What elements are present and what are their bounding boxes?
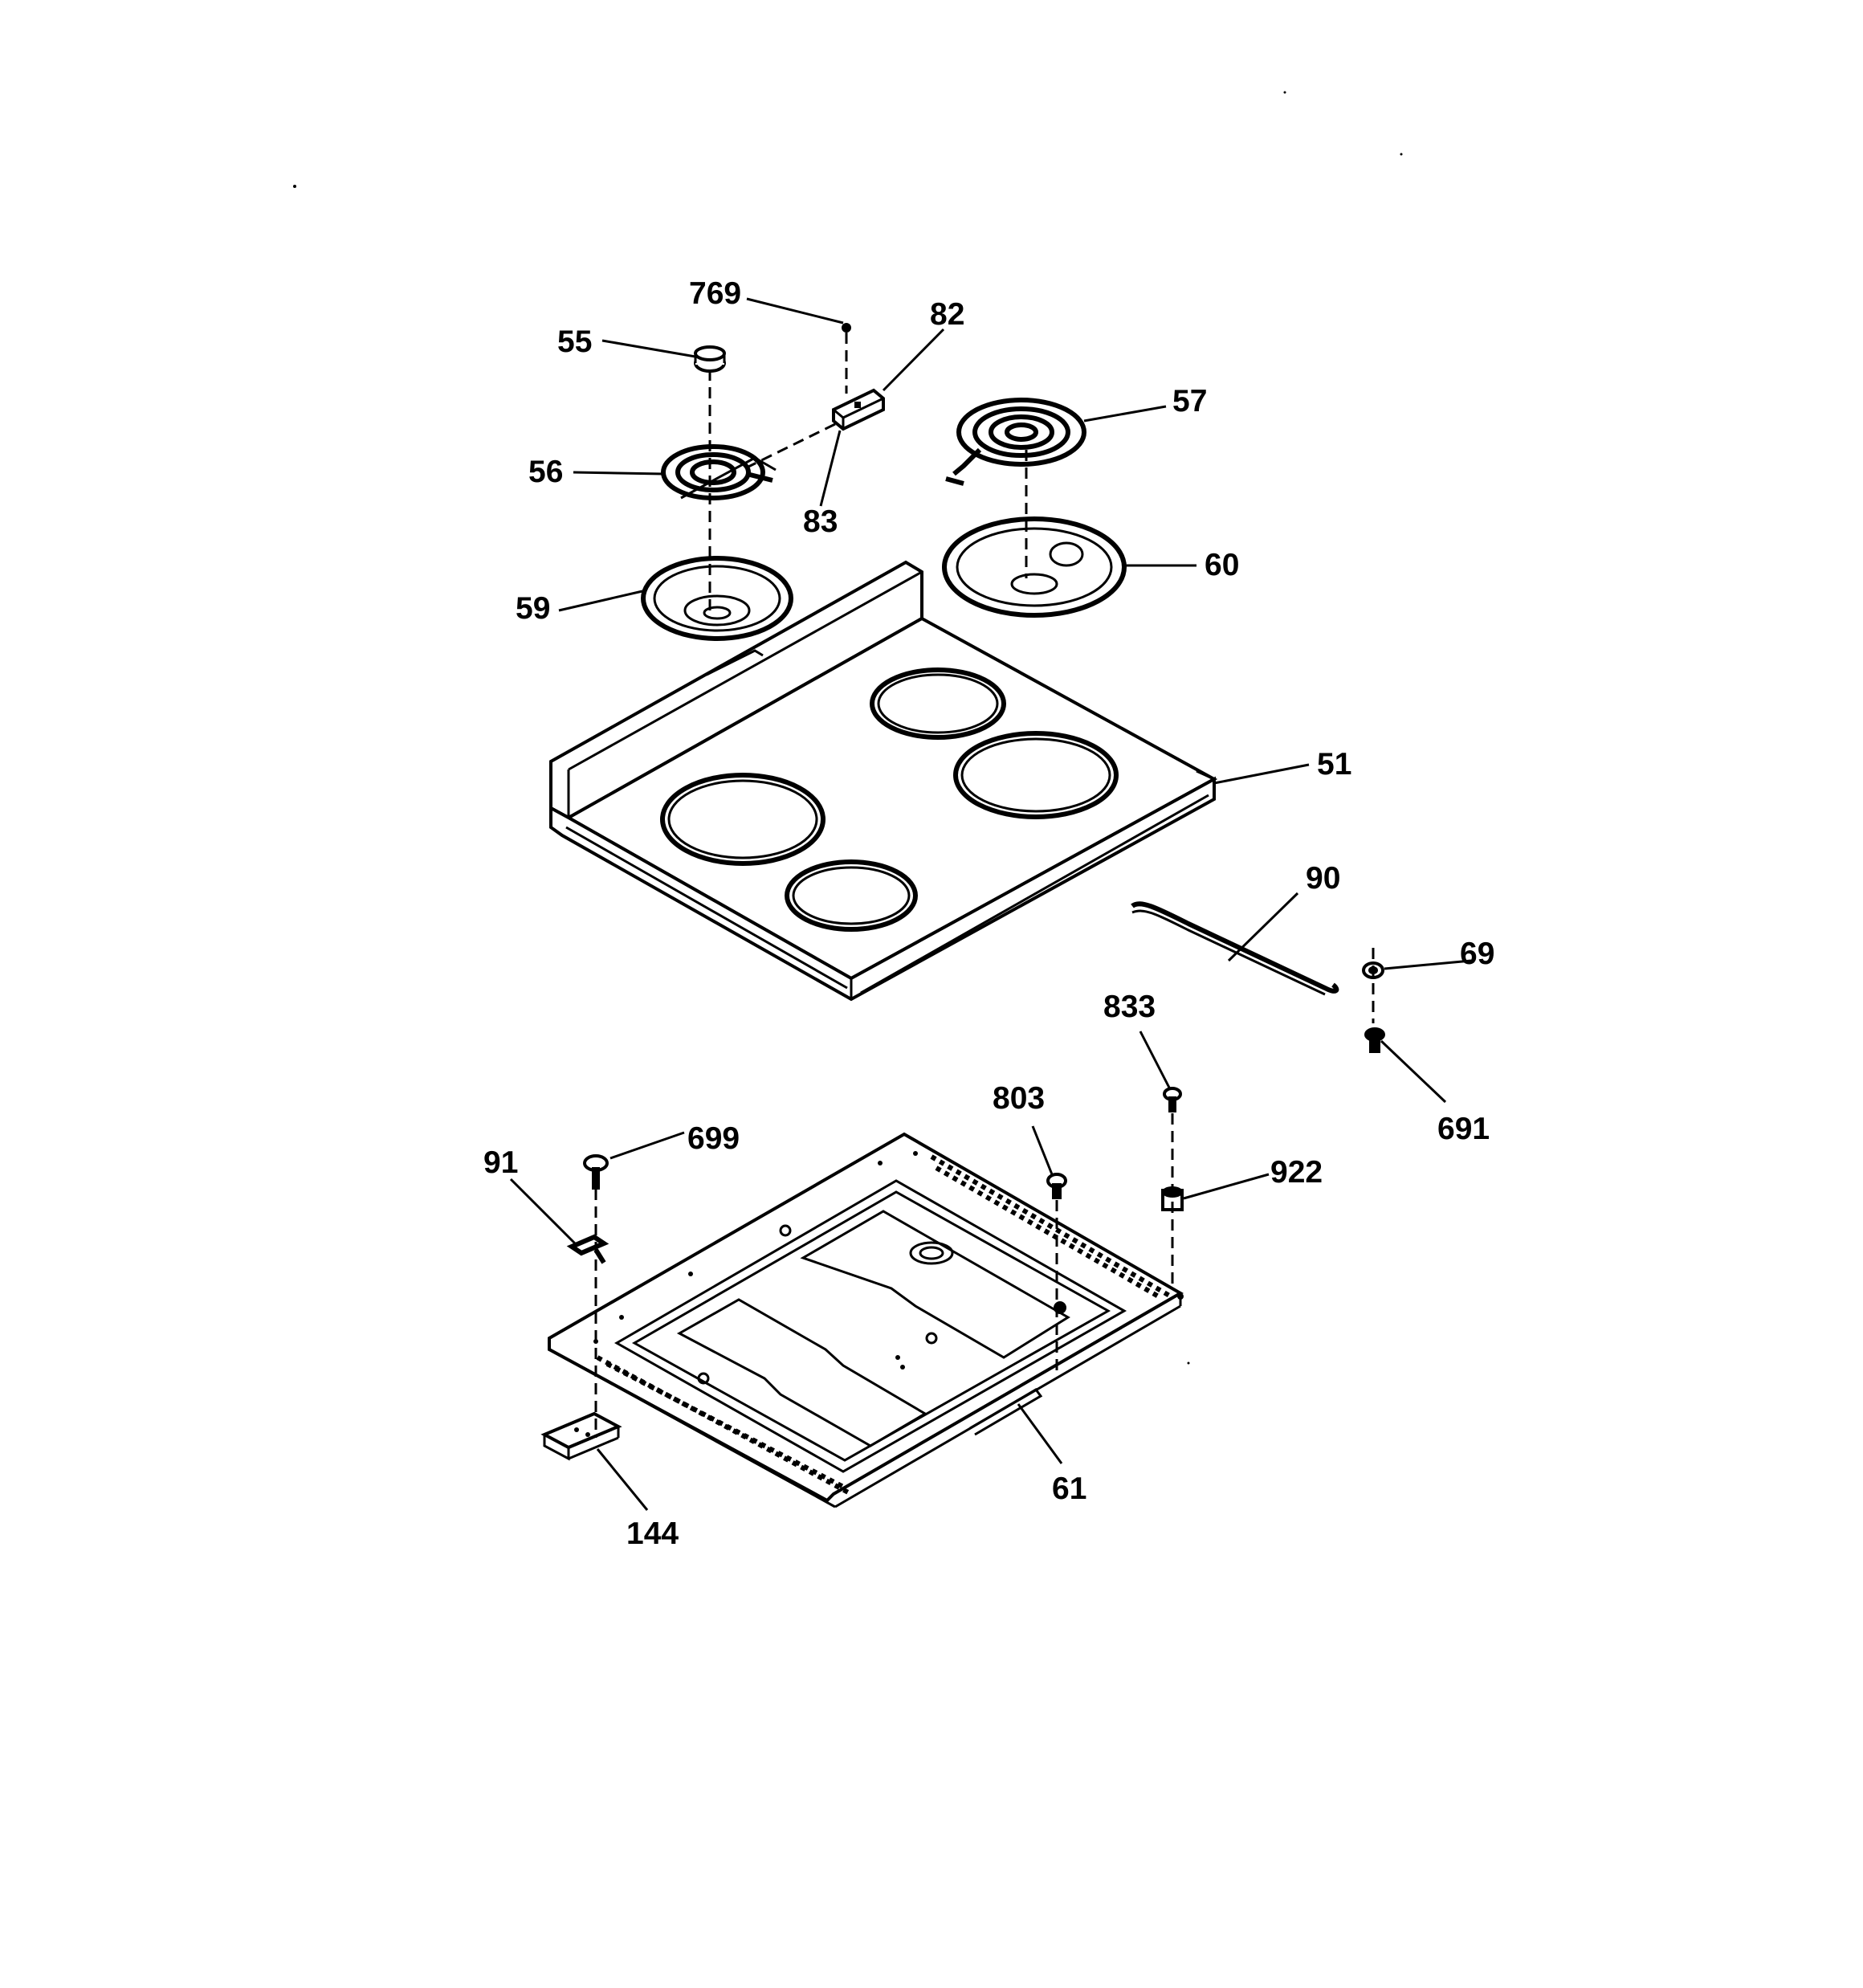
drip-pan-59 <box>641 556 793 641</box>
callout-55: 55 <box>557 325 592 359</box>
drip-pan-60 <box>942 516 1127 618</box>
bracket-144 <box>540 1411 622 1461</box>
callout-82: 82 <box>930 297 964 332</box>
callout-83: 83 <box>803 504 838 539</box>
screw-691 <box>1364 1027 1385 1053</box>
callout-90: 90 <box>1306 861 1340 896</box>
main-top-panel-61 <box>548 1132 1184 1508</box>
callout-922: 922 <box>1270 1155 1323 1190</box>
surface-unit-56 <box>661 444 777 500</box>
leader-lines <box>509 297 1472 1511</box>
callout-59: 59 <box>516 591 550 626</box>
receptacle-82 <box>832 388 885 431</box>
surface-unit-57 <box>945 398 1086 486</box>
clip-90 <box>1131 901 1339 996</box>
cooktop-51 <box>549 560 1218 1002</box>
vent-slots-rear <box>930 1154 1172 1300</box>
callout-691: 691 <box>1437 1112 1490 1146</box>
callout-61: 61 <box>1052 1472 1086 1506</box>
callout-60: 60 <box>1205 548 1239 582</box>
screw-833 <box>1163 1087 1182 1112</box>
callout-144: 144 <box>626 1517 679 1551</box>
scan-specks <box>293 91 1403 1365</box>
callout-91: 91 <box>483 1145 518 1180</box>
callout-699: 699 <box>687 1121 740 1156</box>
callout-labels: 769 82 55 57 56 83 60 59 51 90 69 833 80… <box>483 276 1494 1551</box>
grommet-803 <box>1046 1173 1067 1199</box>
clip-91 <box>566 1234 609 1264</box>
cap-55 <box>694 345 726 373</box>
callout-51: 51 <box>1317 747 1351 782</box>
assembly-lines <box>594 333 1375 1438</box>
callout-69: 69 <box>1460 937 1494 971</box>
screw-769 <box>842 323 851 333</box>
callout-56: 56 <box>528 455 563 489</box>
callout-57: 57 <box>1172 384 1207 418</box>
callout-769: 769 <box>689 276 741 311</box>
vent-slots-front <box>596 1355 853 1496</box>
callout-803: 803 <box>993 1081 1045 1116</box>
screw-699 <box>583 1154 609 1190</box>
callout-833: 833 <box>1103 990 1156 1024</box>
